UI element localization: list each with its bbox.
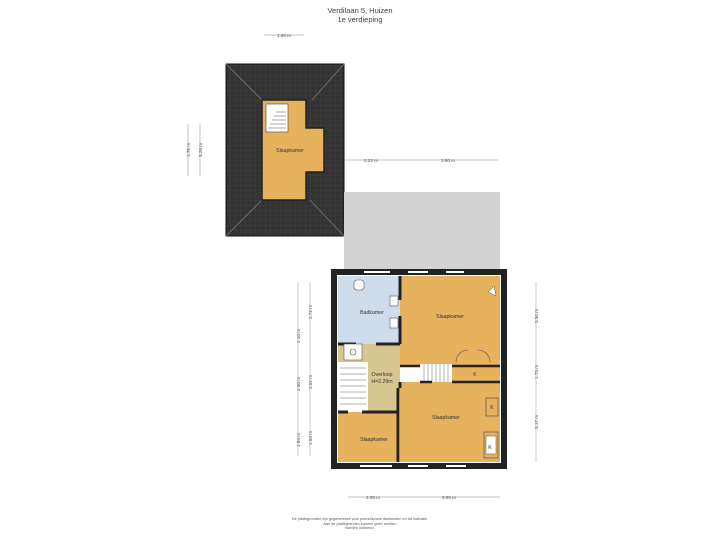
- roof-ridge-line: [311, 63, 345, 101]
- dim-bottom-left: 2.05 m: [366, 495, 380, 500]
- roof-ridge-line: [225, 63, 263, 101]
- left-dimensions: 2.72 m 2.10 m 2.52 m 2.50 m 1.84 m 1.84 …: [296, 282, 313, 456]
- landing-height: H=2.29m: [371, 379, 392, 385]
- attic-stair-icon: [265, 103, 289, 133]
- stair-left: [338, 362, 368, 408]
- door-swing: [455, 349, 469, 363]
- closet-strip-floor: [452, 366, 500, 382]
- closet-label: K: [473, 372, 477, 378]
- bedroom-small-label: Slaapkamer: [360, 437, 388, 443]
- shower-icon: [343, 343, 363, 361]
- dim-roof-top: 1.66 m: [277, 33, 291, 38]
- dim-left-landing-outer: 2.50 m: [296, 377, 301, 391]
- closet-label: K: [490, 405, 494, 411]
- bottom-dimensions: 2.05 m 3.90 m: [348, 495, 500, 500]
- main-floor-plan: Badkamer Slaapkamer Overloop H=2.29m Sla…: [331, 269, 507, 469]
- dim-top-right: 3.90 m: [441, 158, 455, 163]
- dim-left-landing-inner: 2.52 m: [308, 375, 313, 389]
- closet-label: K: [488, 445, 492, 451]
- landing-label: Overloop: [371, 372, 392, 378]
- door-swing: [477, 349, 491, 363]
- sink-icon: [389, 295, 399, 307]
- dim-right-middle: 1.73 m: [534, 365, 539, 379]
- dim-roof-left-outer: 1.75 m: [186, 143, 191, 157]
- landing-floor: [338, 344, 400, 412]
- bedroom-top-right-label: Slaapkamer: [436, 314, 464, 320]
- disclaimer: De plattegronden zijn gegenereerd voor p…: [260, 517, 460, 531]
- roof-dimensions: 1.66 m 1.75 m 3.26 m: [186, 33, 304, 176]
- dim-left-bath-inner: 2.72 m: [308, 305, 313, 319]
- dim-bottom-right: 3.90 m: [442, 495, 456, 500]
- bedroom-small-floor: [338, 412, 398, 462]
- sink-icon: [389, 317, 399, 329]
- closet-box: [485, 397, 499, 417]
- dim-left-small-outer: 1.84 m: [296, 433, 301, 447]
- address-title: Verdilaan 5, Huizen: [327, 6, 393, 15]
- bedroom-bottom-right-floor: [400, 382, 500, 462]
- dim-right-bottom: 3.17 m: [534, 415, 539, 429]
- top-dimensions: 2.22 m 3.90 m: [344, 158, 498, 163]
- attic-bedroom-label: Slaapkamer: [276, 148, 304, 154]
- dim-left-bath-outer: 2.10 m: [296, 329, 301, 343]
- dim-right-top: 3.30 m: [534, 309, 539, 323]
- terrace-area: [344, 192, 500, 270]
- dim-roof-left-inner: 3.26 m: [198, 143, 203, 157]
- disclaimer-line: Aan de plattegronden kunnen geen rechten: [323, 521, 397, 526]
- bedroom-bottom-right-label: Slaapkamer: [432, 415, 460, 421]
- right-dimensions: 3.30 m 1.73 m 3.17 m: [534, 282, 539, 462]
- corner-cabinet: [487, 285, 497, 297]
- dim-top-gap: 2.22 m: [364, 158, 378, 163]
- toilet-icon: [353, 279, 365, 291]
- bathroom-label: Badkamer: [360, 310, 384, 316]
- bathroom-floor: [338, 276, 400, 344]
- roof-ridge-line: [309, 199, 345, 237]
- floor-title: 1e verdieping: [337, 15, 383, 24]
- dim-left-small-inner: 1.84 m: [308, 431, 313, 445]
- disclaimer-line: worden ontleend.: [345, 526, 375, 531]
- roof-plan: Slaapkamer: [225, 63, 345, 237]
- roof-ridge-line: [225, 199, 263, 237]
- disclaimer-line: De plattegronden zijn gegenereerd voor p…: [291, 517, 429, 521]
